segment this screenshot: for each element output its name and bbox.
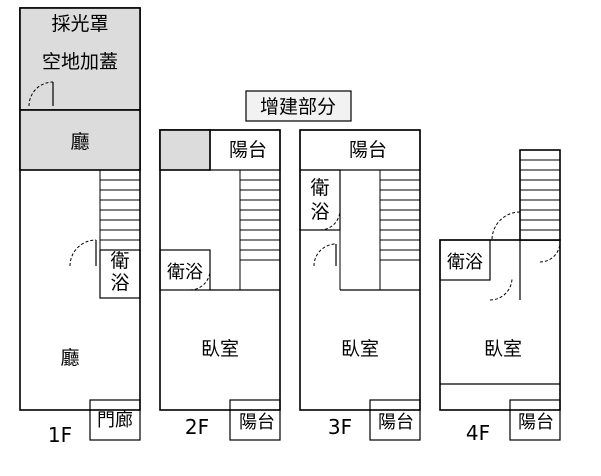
floor-3-bedroom-label: 臥室 [341, 338, 379, 360]
floor-4-stair-door-swing-2 [539, 241, 561, 263]
floor-1-stairs [99, 169, 140, 250]
floor-2-bathroom-label: 衛浴 [167, 262, 203, 283]
floor-4: 衛浴 臥室 陽台 4F [439, 149, 561, 445]
floor-2-void-area [159, 129, 211, 171]
floor-3-stairs [339, 170, 420, 290]
floor-2-front-balcony-label: 陽台 [229, 139, 267, 161]
floor-2-back-balcony [229, 399, 281, 441]
floor-2-bedroom-label: 臥室 [201, 338, 239, 360]
floor-2-back-balcony-label: 陽台 [239, 412, 275, 433]
floor-4-back-balcony-label: 陽台 [518, 412, 554, 433]
floor-4-stair-door-swing [491, 211, 521, 241]
floor-3-bath-door-swing [319, 209, 341, 231]
skylight-extension-area [19, 7, 141, 111]
floor-4-outline [439, 239, 561, 411]
floor-3-front-balcony [299, 129, 421, 171]
title-box [245, 90, 352, 122]
porch [89, 399, 141, 441]
living-room-label-lower: 廳 [60, 347, 79, 369]
floor-3-stair-door-swing [313, 243, 337, 267]
title-label: 增建部分 [260, 96, 336, 118]
floor-4-bedroom-label: 臥室 [484, 338, 522, 360]
skylight-label: 採光罩 [51, 13, 108, 35]
floor-3-back-balcony-label: 陽台 [378, 412, 414, 433]
bathroom-label-top: 衛 [110, 250, 129, 272]
floor-3-bathroom-label-bottom: 浴 [310, 201, 329, 223]
porch-label: 門廊 [97, 410, 133, 431]
floor-4-stair-tower [519, 149, 561, 241]
bathroom-label-bottom: 浴 [110, 272, 129, 294]
floor-1-bath-door-swing [69, 239, 97, 267]
floor-4-stairs [520, 159, 560, 231]
floor-2-label: 2F [185, 415, 209, 439]
floor-1: 採光罩 空地加蓋 廳 衛 浴 廳 門廊 1F [19, 7, 141, 447]
floor-4-bathroom [439, 239, 491, 281]
floor-2-stairs [239, 170, 280, 290]
floor-3-label: 3F [328, 415, 352, 439]
floor-4-label: 4F [466, 421, 490, 445]
floor-3-outline [299, 129, 421, 411]
floor-2-front-balcony [209, 129, 281, 171]
floor-2-bath-door-swing [189, 269, 211, 291]
floor-4-bathroom-label: 衛浴 [447, 252, 483, 273]
floor-2-outline [159, 129, 281, 411]
floor-1-label: 1F [48, 423, 72, 447]
floor-1-bathroom [99, 249, 141, 299]
floor-3-bathroom-label-top: 衛 [310, 177, 329, 199]
floor-3-front-balcony-label: 陽台 [349, 139, 387, 161]
title-tag: 增建部分 [245, 90, 352, 122]
floor-3-back-balcony [369, 399, 421, 441]
living-room-upper-area [19, 109, 141, 171]
floor-3: 陽台 衛 浴 臥室 陽台 3F [299, 129, 421, 441]
floor-4-bath-door-swing [489, 277, 513, 301]
open-space-extension-label: 空地加蓋 [42, 51, 118, 73]
floor-4-back-balcony [509, 399, 561, 441]
floor-2: 陽台 衛浴 臥室 陽台 2F [159, 129, 281, 441]
living-room-label-upper: 廳 [70, 131, 89, 153]
